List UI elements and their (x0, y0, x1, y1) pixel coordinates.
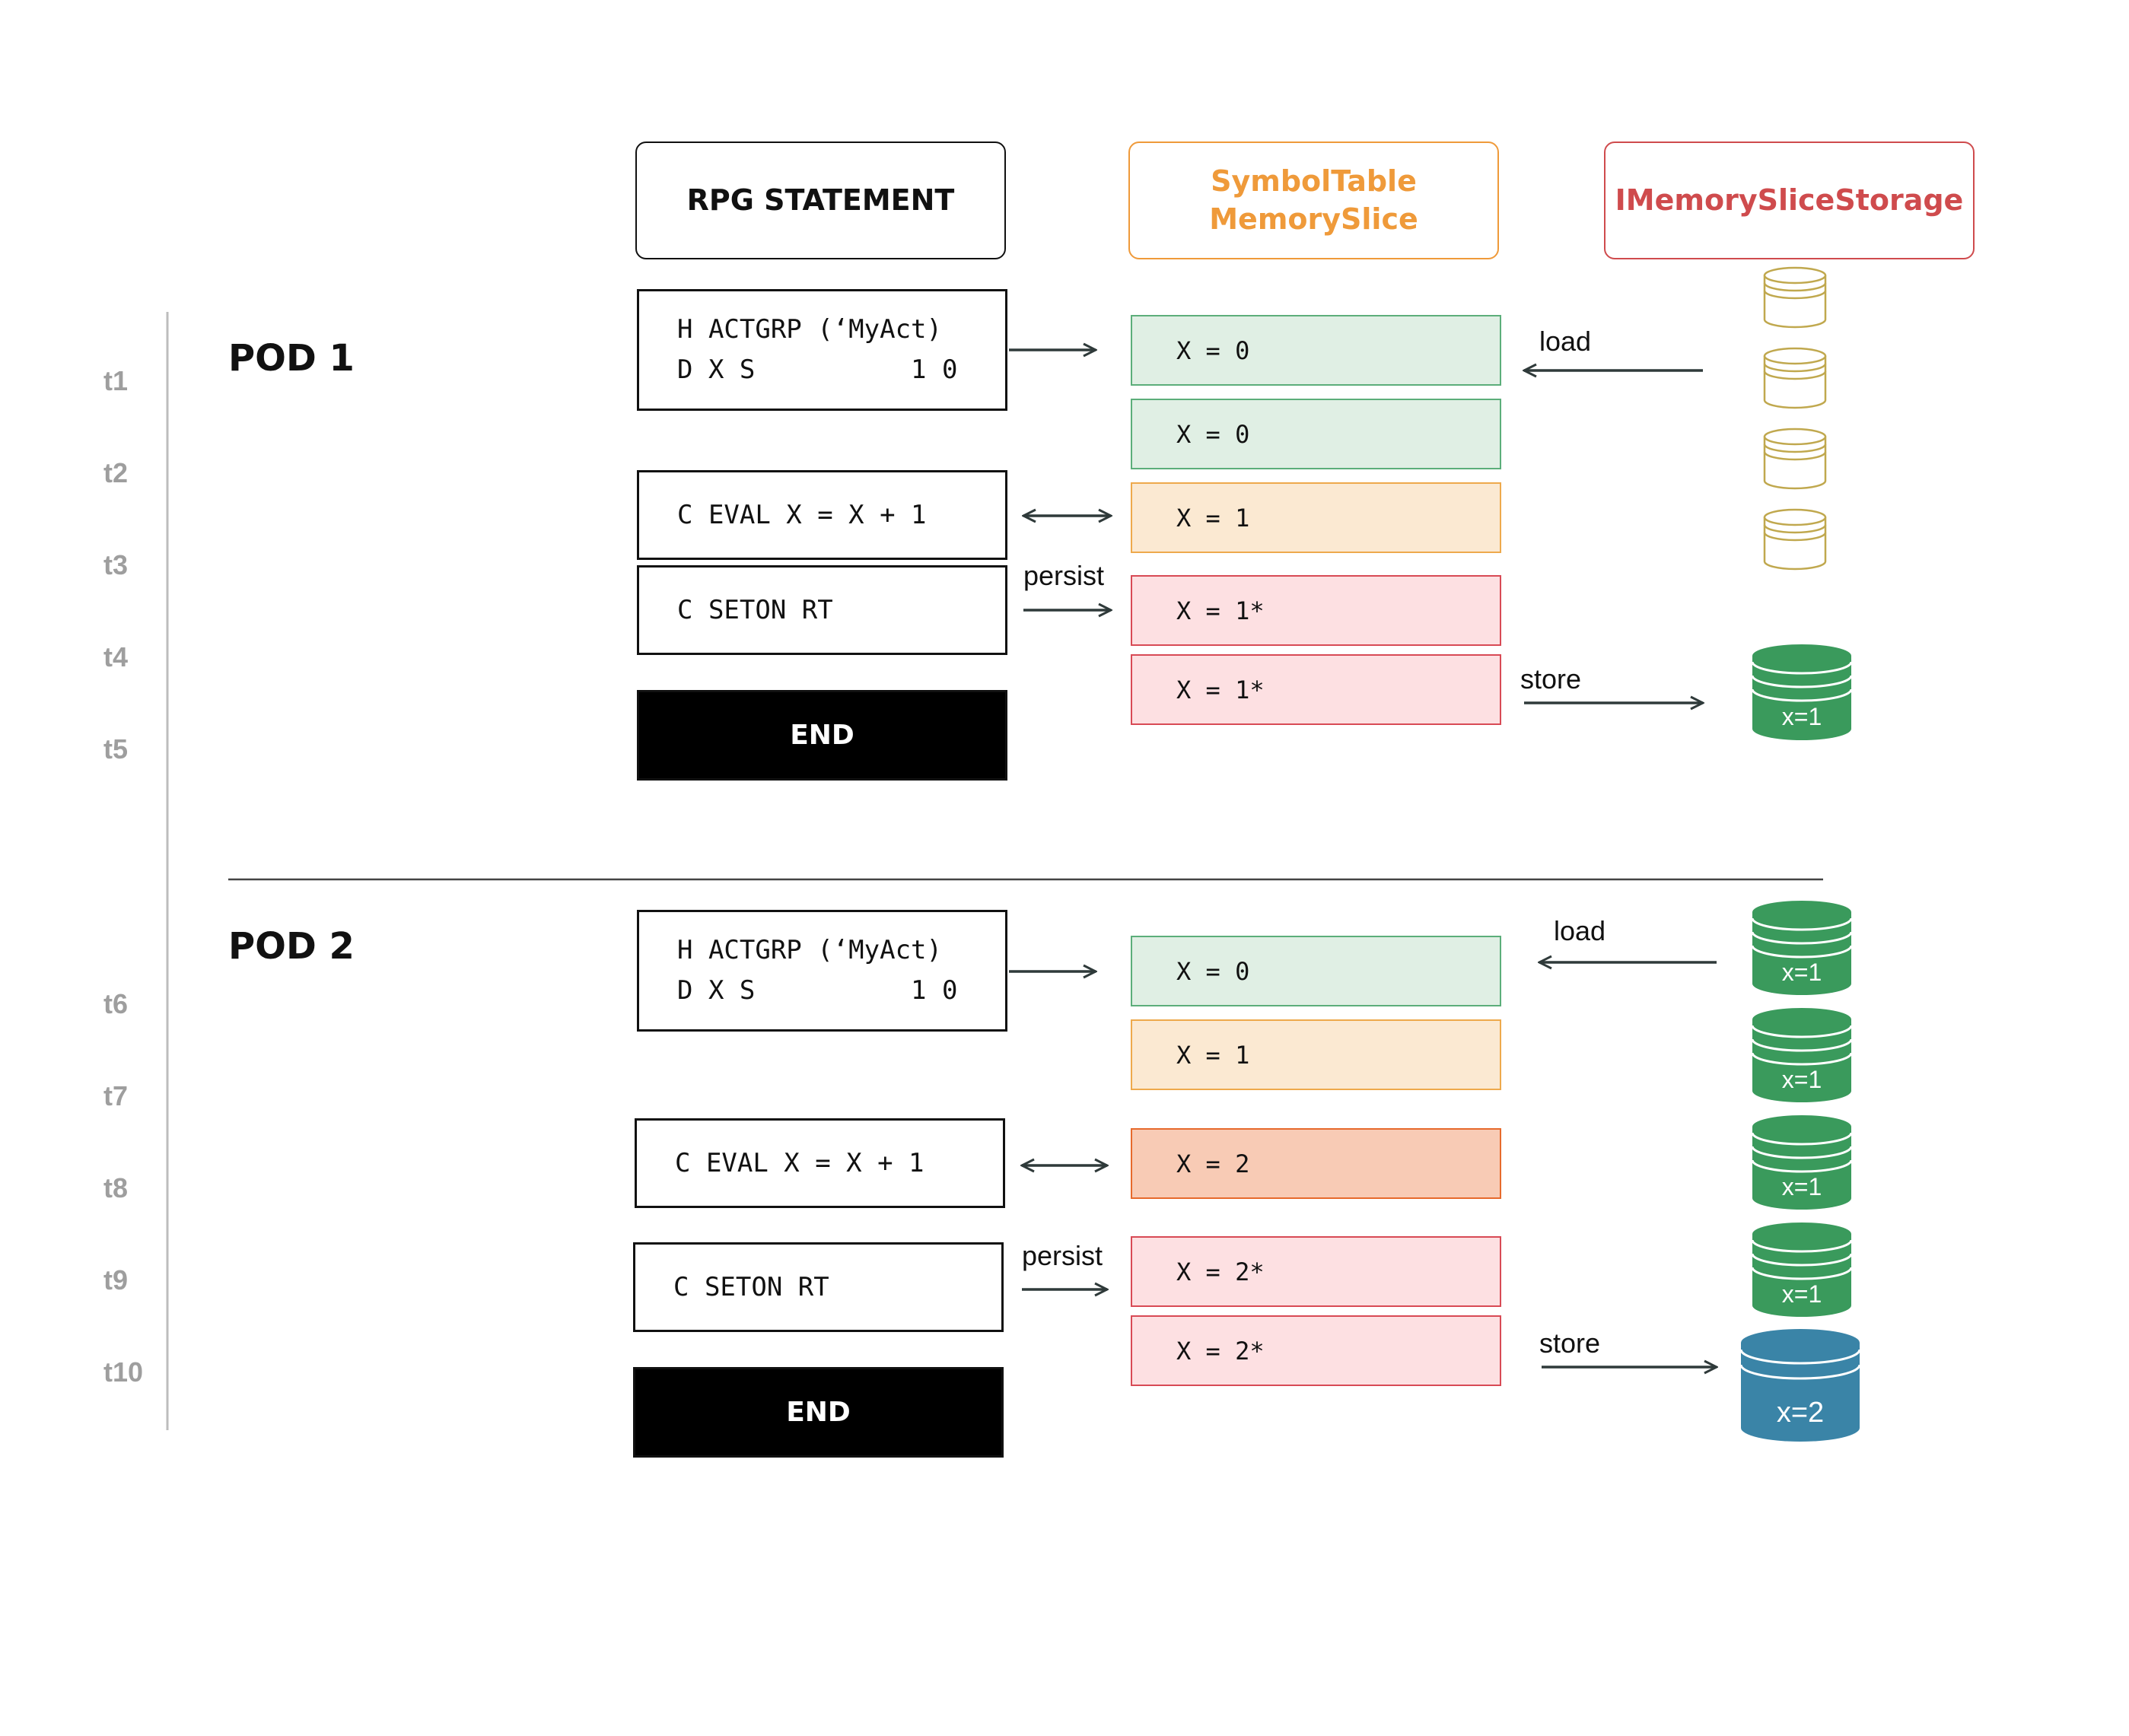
pod2-loaded-db-icon-2: x=1 (1751, 1008, 1853, 1102)
pod2-statement-end: END (633, 1367, 1004, 1458)
header-imemoryslicestorage: IMemorySliceStorage (1604, 141, 1975, 259)
pod2-stored-db-icon: x=2 (1739, 1329, 1861, 1442)
pod1-title: POD 1 (228, 337, 355, 380)
pod1-empty-db-icon-1 (1763, 266, 1827, 329)
pod1-stored-db-label: x=1 (1782, 703, 1822, 730)
pod1-slot-t5: X = 1* (1131, 654, 1501, 725)
pod1-slot-t3: X = 1 (1131, 482, 1501, 553)
pod1-statement-eval: C EVAL X = X + 1 (637, 470, 1007, 560)
header-rpg-statement: RPG STATEMENT (635, 141, 1006, 259)
pod2-loaded-db-label-3: x=1 (1782, 1173, 1822, 1200)
pod1-statement-seton: C SETON RT (637, 565, 1007, 655)
pod1-statement-end: END (637, 690, 1007, 781)
time-label-t9: t9 (103, 1264, 129, 1296)
pod2-slot-t9: X = 2* (1131, 1236, 1501, 1307)
time-label-t4: t4 (103, 641, 129, 672)
pod1-empty-db-icon-3 (1763, 428, 1827, 490)
pod1-slot-t4: X = 1* (1131, 575, 1501, 646)
pod2-loaded-db-icon-1: x=1 (1751, 901, 1853, 995)
pod2-loaded-db-icon-3: x=1 (1751, 1115, 1853, 1210)
pod1-slot-t2: X = 0 (1131, 399, 1501, 469)
pod1-stored-db-icon: x=1 (1751, 644, 1853, 740)
pod1-slot-t1: X = 0 (1131, 315, 1501, 386)
pod2-slot-t6: X = 0 (1131, 936, 1501, 1006)
pod2-statement-eval: C EVAL X = X + 1 (635, 1118, 1005, 1208)
pod2-loaded-db-icon-4: x=1 (1751, 1223, 1853, 1317)
pod2-slot-t10: X = 2* (1131, 1315, 1501, 1386)
pod2-statement-init: H ACTGRP (‘MyAct) D X S 1 0 (637, 910, 1007, 1032)
pod2-slot-t7: X = 1 (1131, 1019, 1501, 1090)
pod2-loaded-db-label-2: x=1 (1782, 1066, 1822, 1093)
time-label-t2: t2 (103, 457, 129, 488)
time-label-t7: t7 (103, 1080, 129, 1111)
pod1-empty-db-icon-4 (1763, 508, 1827, 571)
header-symboltable-memoryslice: SymbolTable MemorySlice (1128, 141, 1499, 259)
header-symbol-line1: SymbolTable (1211, 164, 1417, 199)
pod2-slot-t8: X = 2 (1131, 1128, 1501, 1199)
pod2-load-label: load (1554, 915, 1606, 946)
time-label-t8: t8 (103, 1172, 129, 1203)
pod1-statement-init: H ACTGRP (‘MyAct) D X S 1 0 (637, 289, 1007, 411)
time-label-t5: t5 (103, 733, 129, 765)
header-storage-label: IMemorySliceStorage (1615, 183, 1964, 217)
pod2-loaded-db-label-1: x=1 (1782, 959, 1822, 986)
pod1-load-label: load (1539, 326, 1592, 357)
pod1-store-label: store (1520, 663, 1582, 695)
pod2-persist-label: persist (1022, 1240, 1103, 1271)
header-symbol-line2: MemorySlice (1209, 202, 1418, 236)
header-rpg-label: RPG STATEMENT (686, 183, 955, 217)
time-label-t10: t10 (103, 1356, 144, 1388)
pod1-persist-label: persist (1023, 560, 1105, 591)
pod2-store-label: store (1539, 1327, 1601, 1359)
pod2-stored-db-label: x=2 (1777, 1397, 1824, 1429)
pod2-loaded-db-label-4: x=1 (1782, 1280, 1822, 1308)
pod2-title: POD 2 (228, 925, 355, 968)
pod1-empty-db-icon-2 (1763, 347, 1827, 409)
time-label-t6: t6 (103, 988, 129, 1019)
pod2-statement-seton: C SETON RT (633, 1242, 1004, 1332)
time-label-t3: t3 (103, 549, 129, 580)
time-label-t1: t1 (103, 365, 129, 396)
